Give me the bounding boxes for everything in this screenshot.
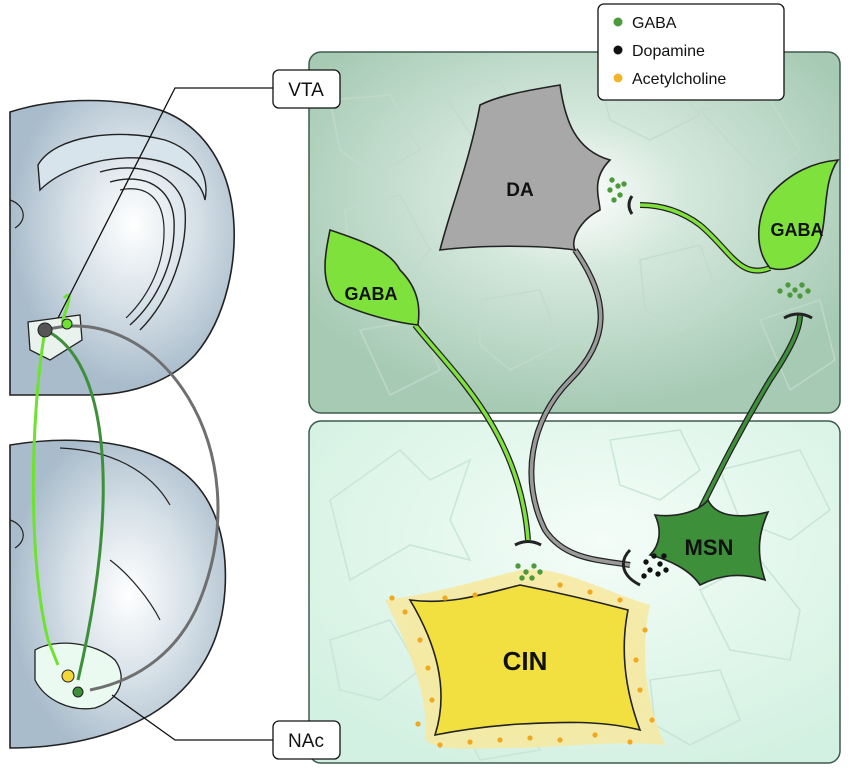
nac-region-label: NAc <box>272 720 341 760</box>
gaba-left-label: GABA <box>345 284 398 304</box>
brain-projections <box>31 293 220 692</box>
svg-text:GABA: GABA <box>632 15 677 32</box>
legend-item-dopamine: Dopamine <box>613 43 705 60</box>
gaba-release-near-right-gaba <box>777 282 811 299</box>
gaba-left-axon <box>413 323 530 541</box>
vta-da-soma-dot <box>37 322 53 338</box>
svg-text:Acetylcholine: Acetylcholine <box>632 71 726 88</box>
svg-text:VTA: VTA <box>288 80 324 101</box>
legend-swatch-gaba <box>613 17 623 27</box>
brain-section-vta <box>9 99 235 396</box>
nac-leader-line <box>111 694 273 741</box>
brain-section-nac <box>9 439 227 749</box>
nac-msn-soma-dot <box>72 686 84 698</box>
gaba-right-label: GABA <box>771 220 824 240</box>
msn-axon <box>698 314 802 511</box>
gaba-right-cell: GABA <box>757 159 840 271</box>
msn-cell: MSN <box>648 498 770 587</box>
gaba-right-terminal <box>627 195 634 215</box>
legend-swatch-dopamine <box>613 45 623 55</box>
da-axon <box>529 248 631 567</box>
gaba-right-axon <box>639 203 771 273</box>
gaba-left-terminal <box>514 540 542 547</box>
msn-label: MSN <box>685 535 734 560</box>
da-cell: DA <box>438 84 612 252</box>
vta-leader-line <box>57 87 273 319</box>
vta-gaba-soma-dot <box>61 318 73 330</box>
svg-text:Dopamine: Dopamine <box>632 43 705 60</box>
legend: GABA Dopamine Acetylcholine <box>597 3 785 101</box>
dopamine-release-near-msn <box>641 553 669 579</box>
cin-label: CIN <box>503 646 548 676</box>
acetylcholine-dots <box>389 582 655 748</box>
legend-item-gaba: GABA <box>613 15 677 32</box>
svg-text:NAc: NAc <box>288 731 324 752</box>
da-terminal <box>621 548 641 587</box>
msn-terminal <box>783 312 813 320</box>
gaba-release-near-cin <box>515 563 543 581</box>
gaba-left-cell: GABA <box>324 228 420 326</box>
cin-cell: CIN <box>385 569 665 749</box>
legend-item-acetylcholine: Acetylcholine <box>613 71 726 88</box>
gaba-release-near-da <box>607 177 627 203</box>
legend-swatch-acetylcholine <box>613 73 623 83</box>
nac-cin-soma-dot <box>61 669 75 683</box>
vta-region-label: VTA <box>272 69 341 109</box>
da-label: DA <box>506 180 534 201</box>
